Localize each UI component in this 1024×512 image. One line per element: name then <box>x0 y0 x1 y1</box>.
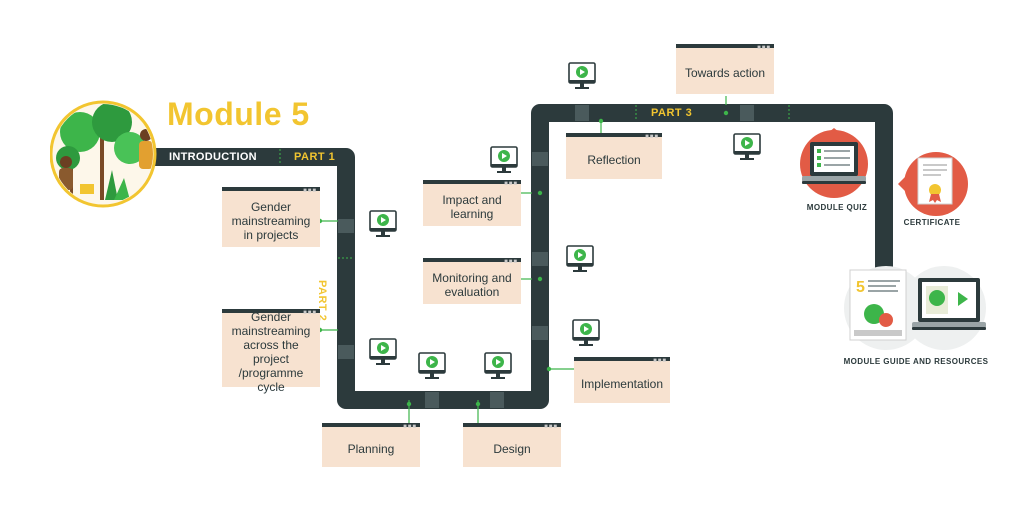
card-label: Planning <box>347 442 395 456</box>
card-reflection[interactable]: ■■■ Reflection <box>566 133 662 179</box>
card-towards-action[interactable]: ■■■ Towards action <box>676 44 774 94</box>
laptop-quiz-icon[interactable] <box>796 128 876 202</box>
card-label: Impact and learning <box>442 193 502 221</box>
certificate-icon[interactable] <box>896 150 970 218</box>
card-label: Gender mainstreaming in projects <box>231 200 311 242</box>
card-planning[interactable]: ■■■ Planning <box>322 423 420 467</box>
card-impact-learning[interactable]: ■■■ Impact and learning <box>423 180 521 226</box>
module-quiz-caption: MODULE QUIZ <box>806 203 868 212</box>
card-label: Design <box>493 442 531 456</box>
video-monitor-icon[interactable] <box>369 338 397 368</box>
card-label: Monitoring and evaluation <box>432 271 512 299</box>
card-label: Towards action <box>684 66 766 80</box>
card-label: Implementation <box>580 377 664 391</box>
video-monitor-icon[interactable] <box>572 319 600 349</box>
certificate-caption: CERTIFICATE <box>903 218 961 227</box>
svg-text:5: 5 <box>856 279 865 296</box>
card-label: Reflection <box>587 153 641 167</box>
video-monitor-icon[interactable] <box>369 210 397 240</box>
part-3-label: PART 3 <box>651 107 693 119</box>
card-label: Gender mainstreaming across the project … <box>231 310 311 394</box>
video-monitor-icon[interactable] <box>418 352 446 382</box>
forest-people-illustration <box>50 100 157 208</box>
video-monitor-icon[interactable] <box>566 245 594 275</box>
introduction-label: INTRODUCTION <box>169 151 257 163</box>
card-monitoring-evaluation[interactable]: ■■■ Monitoring and evaluation <box>423 258 521 304</box>
video-monitor-icon[interactable] <box>490 146 518 176</box>
module-guide-caption: MODULE GUIDE AND RESOURCES <box>843 357 989 366</box>
guide-book-icon[interactable]: 5 <box>840 262 990 352</box>
card-gender-cycle[interactable]: ■■■ Gender mainstreaming across the proj… <box>222 309 320 394</box>
module-title: Module 5 <box>167 96 310 132</box>
video-monitor-icon[interactable] <box>568 62 596 92</box>
video-monitor-icon[interactable] <box>733 133 761 163</box>
card-design[interactable]: ■■■ Design <box>463 423 561 467</box>
part-1-label: PART 1 <box>294 151 336 163</box>
card-gender-projects[interactable]: ■■■ Gender mainstreaming in projects <box>222 187 320 247</box>
video-monitor-icon[interactable] <box>484 352 512 382</box>
card-implementation[interactable]: ■■■ Implementation <box>574 357 670 403</box>
